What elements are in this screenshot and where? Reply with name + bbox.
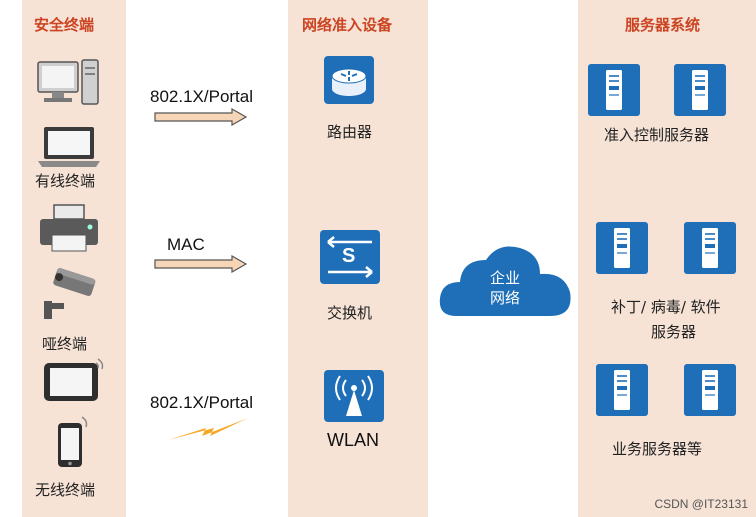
server-icon	[684, 364, 736, 416]
server-icon	[684, 222, 736, 274]
server-icon	[596, 222, 648, 274]
arrow-right-icon	[154, 108, 248, 126]
server-icon	[588, 64, 640, 116]
wireless-ap-icon	[324, 370, 384, 422]
switch-glyph: S	[342, 245, 356, 267]
protocol-label-wireless: 802.1X/Portal	[150, 393, 254, 412]
security-camera-icon	[44, 268, 96, 319]
wired-terminal-label: 有线终端	[35, 172, 96, 190]
arrow-right-icon	[154, 255, 248, 273]
cloud-label-line2: 网络	[490, 289, 521, 307]
laptop-icon	[38, 127, 100, 167]
terminal-column-title: 安全终端	[34, 16, 95, 34]
server-icon	[674, 64, 726, 116]
wlan-label: WLAN	[327, 430, 380, 450]
server-column-title: 服务器系统	[625, 16, 701, 34]
watermark: CSDN @IT23131	[654, 497, 748, 511]
business-server-label: 业务服务器等	[612, 440, 703, 458]
desktop-pc-icon	[37, 59, 99, 105]
smartphone-icon	[58, 416, 88, 467]
switch-label: 交换机	[327, 304, 373, 322]
cloud-label-line1: 企业	[490, 269, 521, 287]
lightning-icon	[168, 418, 248, 440]
router-label: 路由器	[327, 123, 373, 141]
printer-icon	[40, 204, 98, 252]
router-icon	[324, 56, 374, 104]
patch-server-label-line1: 补丁/ 病毒/ 软件	[611, 298, 721, 316]
patch-server-label-line2: 服务器	[651, 323, 697, 341]
wireless-terminal-label: 无线终端	[35, 481, 96, 499]
dumb-terminal-label: 哑终端	[42, 335, 88, 353]
access-control-server-label: 准入控制服务器	[604, 126, 710, 144]
switch-icon: S	[320, 230, 380, 284]
tablet-icon	[44, 358, 104, 401]
enterprise-network-cloud: 企业 网络	[436, 236, 576, 326]
server-icon	[596, 364, 648, 416]
protocol-label-dumb: MAC	[167, 235, 205, 254]
protocol-label-wired: 802.1X/Portal	[150, 87, 254, 106]
access-device-column-title: 网络准入设备	[302, 16, 393, 34]
